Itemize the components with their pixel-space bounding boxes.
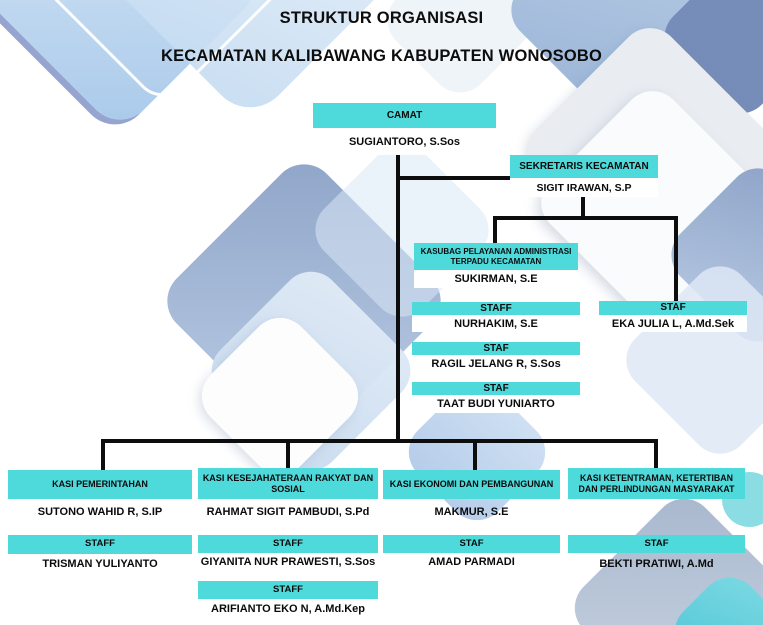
kasi2-staff2-name: ARIFIANTO EKO N, A.Md.Kep (211, 603, 365, 615)
kasubag-staff-1-title: STAFF (412, 302, 580, 315)
kasubag-staff-3-title: STAF (412, 382, 580, 395)
staf-eka-name: EKA JULIA L, A.Md.Sek (599, 315, 747, 332)
kasubag-title: KASUBAG PELAYANAN ADMINISTRASI TERPADU K… (414, 243, 578, 270)
kasi2-staff1-title-box: STAFF (198, 535, 378, 553)
kasubag-staff-2-title: STAF (412, 342, 580, 355)
org-box-kasubag-staff-3: STAF TAAT BUDI YUNIARTO (412, 382, 580, 413)
kasi3-title-box: KASI EKONOMI DAN PEMBANGUNAN (383, 470, 560, 499)
kasi3-staff-title-box: STAF (383, 535, 560, 553)
org-box-sekretaris: SEKRETARIS KECAMATAN SIGIT IRAWAN, S.P (510, 155, 658, 197)
camat-name: SUGIANTORO, S.Sos (313, 128, 496, 155)
kasi2-staff2-title-box: STAFF (198, 581, 378, 599)
org-box-kasubag-staff-1: STAFF NURHAKIM, S.E (412, 302, 580, 332)
kasi2-name: RAHMAT SIGIT PAMBUDI, S.Pd (206, 506, 370, 518)
org-box-camat: CAMAT SUGIANTORO, S.Sos (313, 103, 496, 155)
kasi1-staff-title-box: STAFF (8, 535, 192, 554)
connector-kasi-horizontal (101, 439, 658, 443)
camat-title: CAMAT (313, 103, 496, 128)
kasi4-staff-name: BEKTI PRATIWI, A.Md (599, 558, 714, 570)
connector-sekretaris-branch (396, 176, 512, 180)
sekretaris-title: SEKRETARIS KECAMATAN (510, 155, 658, 178)
kasubag-staff-1-name: NURHAKIM, S.E (412, 315, 580, 332)
kasi4-staff-title-box: STAF (568, 535, 745, 553)
org-box-kasubag: KASUBAG PELAYANAN ADMINISTRASI TERPADU K… (414, 243, 578, 288)
connector-kasubag-drop (493, 216, 497, 245)
connector-kasi3-drop (473, 439, 477, 472)
kasubag-staff-3-name: TAAT BUDI YUNIARTO (412, 395, 580, 413)
kasi2-staff1-name: GIYANITA NUR PRAWESTI, S.Sos (200, 556, 376, 568)
connector-sekretaris-horizontal (493, 216, 678, 220)
sekretaris-name: SIGIT IRAWAN, S.P (510, 178, 658, 197)
connector-kasi2-drop (286, 439, 290, 470)
staf-eka-title: STAF (599, 301, 747, 315)
kasubag-staff-2-name: RAGIL JELANG R, S.Sos (412, 355, 580, 373)
kasubag-name: SUKIRMAN, S.E (414, 270, 578, 288)
kasi1-staff-name: TRISMAN YULIYANTO (42, 558, 158, 570)
kasi1-name: SUTONO WAHID R, S.IP (37, 506, 163, 518)
page-title-line2: KECAMATAN KALIBAWANG KABUPATEN WONOSOBO (160, 47, 603, 65)
connector-sekretaris-drop (581, 196, 585, 220)
kasi4-title-box: KASI KETENTRAMAN, KETERTIBAN DAN PERLIND… (568, 468, 745, 499)
org-box-kasubag-staff-2: STAF RAGIL JELANG R, S.Sos (412, 342, 580, 373)
page-title-line1: STRUKTUR ORGANISASI (279, 9, 484, 27)
connector-staf-eka-drop (674, 216, 678, 303)
kasi2-title-box: KASI KESEJAHATERAAN RAKYAT DAN SOSIAL (198, 468, 378, 499)
org-box-staf-eka: STAF EKA JULIA L, A.Md.Sek (599, 301, 747, 332)
connector-kasi4-drop (654, 439, 658, 470)
kasi1-title-box: KASI PEMERINTAHAN (8, 470, 192, 499)
connector-kasi1-drop (101, 439, 105, 472)
kasi3-staff-name: AMAD PARMADI (428, 556, 515, 568)
kasi3-name: MAKMUR, S.E (434, 506, 509, 518)
connector-camat-vertical (396, 153, 400, 443)
